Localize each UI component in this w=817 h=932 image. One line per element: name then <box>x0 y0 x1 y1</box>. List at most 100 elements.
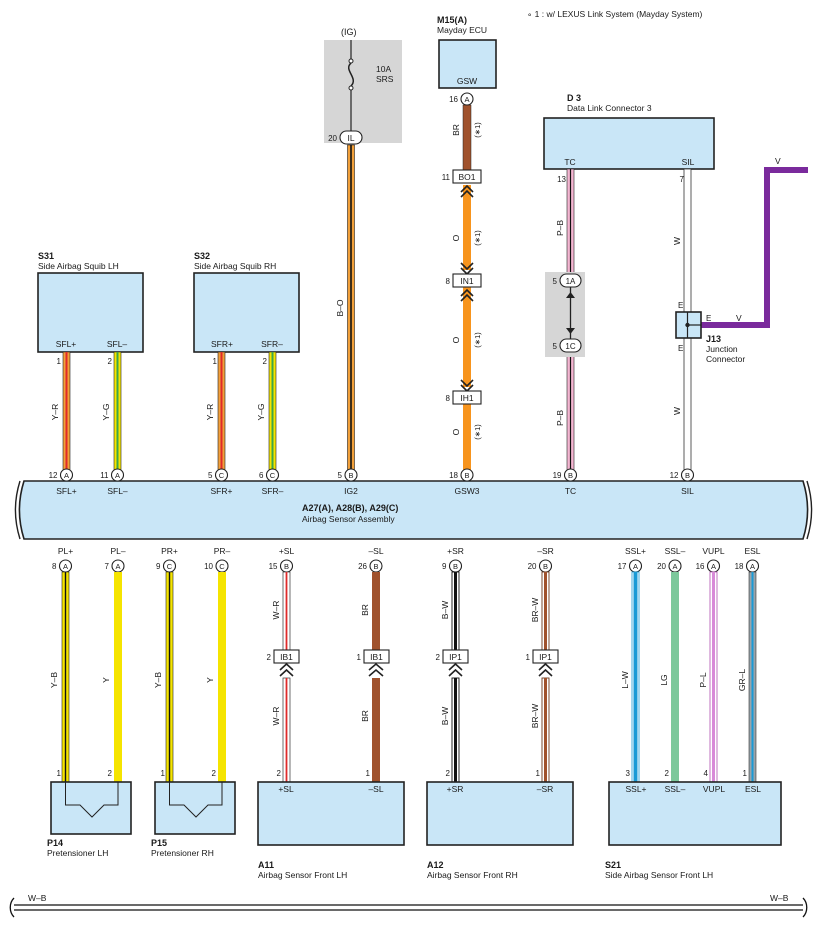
svg-text:ESL: ESL <box>745 784 761 794</box>
svg-text:A: A <box>64 471 69 480</box>
s31-p2: 2 <box>108 357 113 366</box>
svg-text:20: 20 <box>528 562 537 571</box>
svg-text:–SR: –SR <box>537 784 554 794</box>
side-airbag-squib-rh-box <box>193 272 300 353</box>
svg-text:SFL–: SFL– <box>107 486 128 496</box>
airbag-sensor-front-lh-box <box>257 781 405 846</box>
svg-text:1: 1 <box>357 653 362 662</box>
upper-wire-labels: Y–R Y–G Y–R Y–G B–O BR (∗1) O (∗1) O (∗1… <box>50 122 781 440</box>
svg-text:1: 1 <box>57 769 62 778</box>
svg-text:C: C <box>167 562 173 571</box>
svg-text:+SL: +SL <box>279 546 295 556</box>
fuse-amp: 10A <box>376 64 391 74</box>
svg-text:A: A <box>63 562 68 571</box>
terminal-m15-a <box>460 92 474 106</box>
svg-text:Pretensioner LH: Pretensioner LH <box>47 848 108 858</box>
svg-text:Side Airbag Sensor Front LH: Side Airbag Sensor Front LH <box>605 870 713 880</box>
svg-text:–SR: –SR <box>537 546 554 556</box>
s32-p2: 2 <box>263 357 268 366</box>
svg-text:8: 8 <box>52 562 57 571</box>
assembly-bottom-terminal: B 20–SR <box>528 546 554 573</box>
svg-text:B–W: B–W <box>440 601 450 619</box>
svg-text:11: 11 <box>100 471 109 480</box>
svg-text:9: 9 <box>156 562 161 571</box>
svg-text:Junction: Junction <box>706 344 738 354</box>
svg-text:19: 19 <box>553 471 562 480</box>
svg-text:B: B <box>543 562 548 571</box>
svg-text:A: A <box>115 471 120 480</box>
svg-text:W: W <box>672 407 682 415</box>
svg-text:–SL: –SL <box>368 784 383 794</box>
svg-text:(∗1): (∗1) <box>473 230 482 246</box>
svg-text:E: E <box>678 344 683 353</box>
m15-name: Mayday ECU <box>437 25 487 35</box>
s31-code: S31 <box>38 251 54 261</box>
s32-t2: SFR– <box>261 339 283 349</box>
svg-text:4: 4 <box>704 769 709 778</box>
svg-text:B: B <box>348 471 353 480</box>
svg-text:W–R: W–R <box>271 601 281 620</box>
s31-t1: SFL+ <box>56 339 77 349</box>
svg-text:Y–G: Y–G <box>256 403 266 420</box>
svg-text:Airbag Sensor Front RH: Airbag Sensor Front RH <box>427 870 518 880</box>
svg-text:P–B: P–B <box>555 220 565 236</box>
svg-text:PR+: PR+ <box>161 546 178 556</box>
a11-code: A11 <box>258 860 274 870</box>
svg-text:ESL: ESL <box>744 546 760 556</box>
svg-text:16: 16 <box>696 562 705 571</box>
svg-text:V: V <box>736 313 742 323</box>
svg-text:15: 15 <box>269 562 278 571</box>
svg-text:E: E <box>678 301 683 310</box>
svg-text:L–W: L–W <box>620 671 630 688</box>
svg-text:2: 2 <box>436 653 441 662</box>
svg-text:SSL+: SSL+ <box>625 546 646 556</box>
d3-term-tc: TC <box>564 157 575 167</box>
side-airbag-sensor-front-lh-box <box>608 781 782 846</box>
svg-text:O: O <box>451 428 461 435</box>
svg-text:2: 2 <box>277 769 282 778</box>
svg-text:Y–G: Y–G <box>101 403 111 420</box>
s32-name: Side Airbag Squib RH <box>194 261 276 271</box>
legend-note: ∘ 1 : w/ LEXUS Link System (Mayday Syste… <box>527 9 703 19</box>
svg-text:C: C <box>219 471 225 480</box>
svg-text:PR–: PR– <box>214 546 231 556</box>
svg-text:B: B <box>464 471 469 480</box>
svg-text:VUPL: VUPL <box>703 784 725 794</box>
svg-text:20: 20 <box>657 562 666 571</box>
svg-text:+SR: +SR <box>447 784 464 794</box>
svg-text:GSW3: GSW3 <box>454 486 479 496</box>
svg-text:(∗1): (∗1) <box>473 122 482 138</box>
svg-text:A: A <box>672 562 677 571</box>
svg-text:IH1: IH1 <box>460 393 474 403</box>
a12-code: A12 <box>427 860 444 870</box>
inline-ih1 <box>452 390 482 405</box>
j13-code: J13 <box>706 334 721 344</box>
svg-text:B–O: B–O <box>335 299 345 316</box>
svg-text:PL+: PL+ <box>58 546 73 556</box>
svg-text:IL: IL <box>347 133 354 143</box>
side-airbag-squib-lh-box <box>37 272 144 353</box>
svg-text:17: 17 <box>618 562 627 571</box>
svg-text:B–W: B–W <box>440 707 450 725</box>
s31-name: Side Airbag Squib LH <box>38 261 119 271</box>
svg-text:B: B <box>568 471 573 480</box>
svg-text:8: 8 <box>446 394 451 403</box>
svg-text:A: A <box>115 562 120 571</box>
svg-text:6: 6 <box>259 471 264 480</box>
upper-wires <box>62 104 808 471</box>
assembly-bottom-terminal: B9+SR <box>442 546 464 573</box>
pretensioner-lh-box <box>50 781 132 835</box>
svg-text:SFR–: SFR– <box>262 486 284 496</box>
